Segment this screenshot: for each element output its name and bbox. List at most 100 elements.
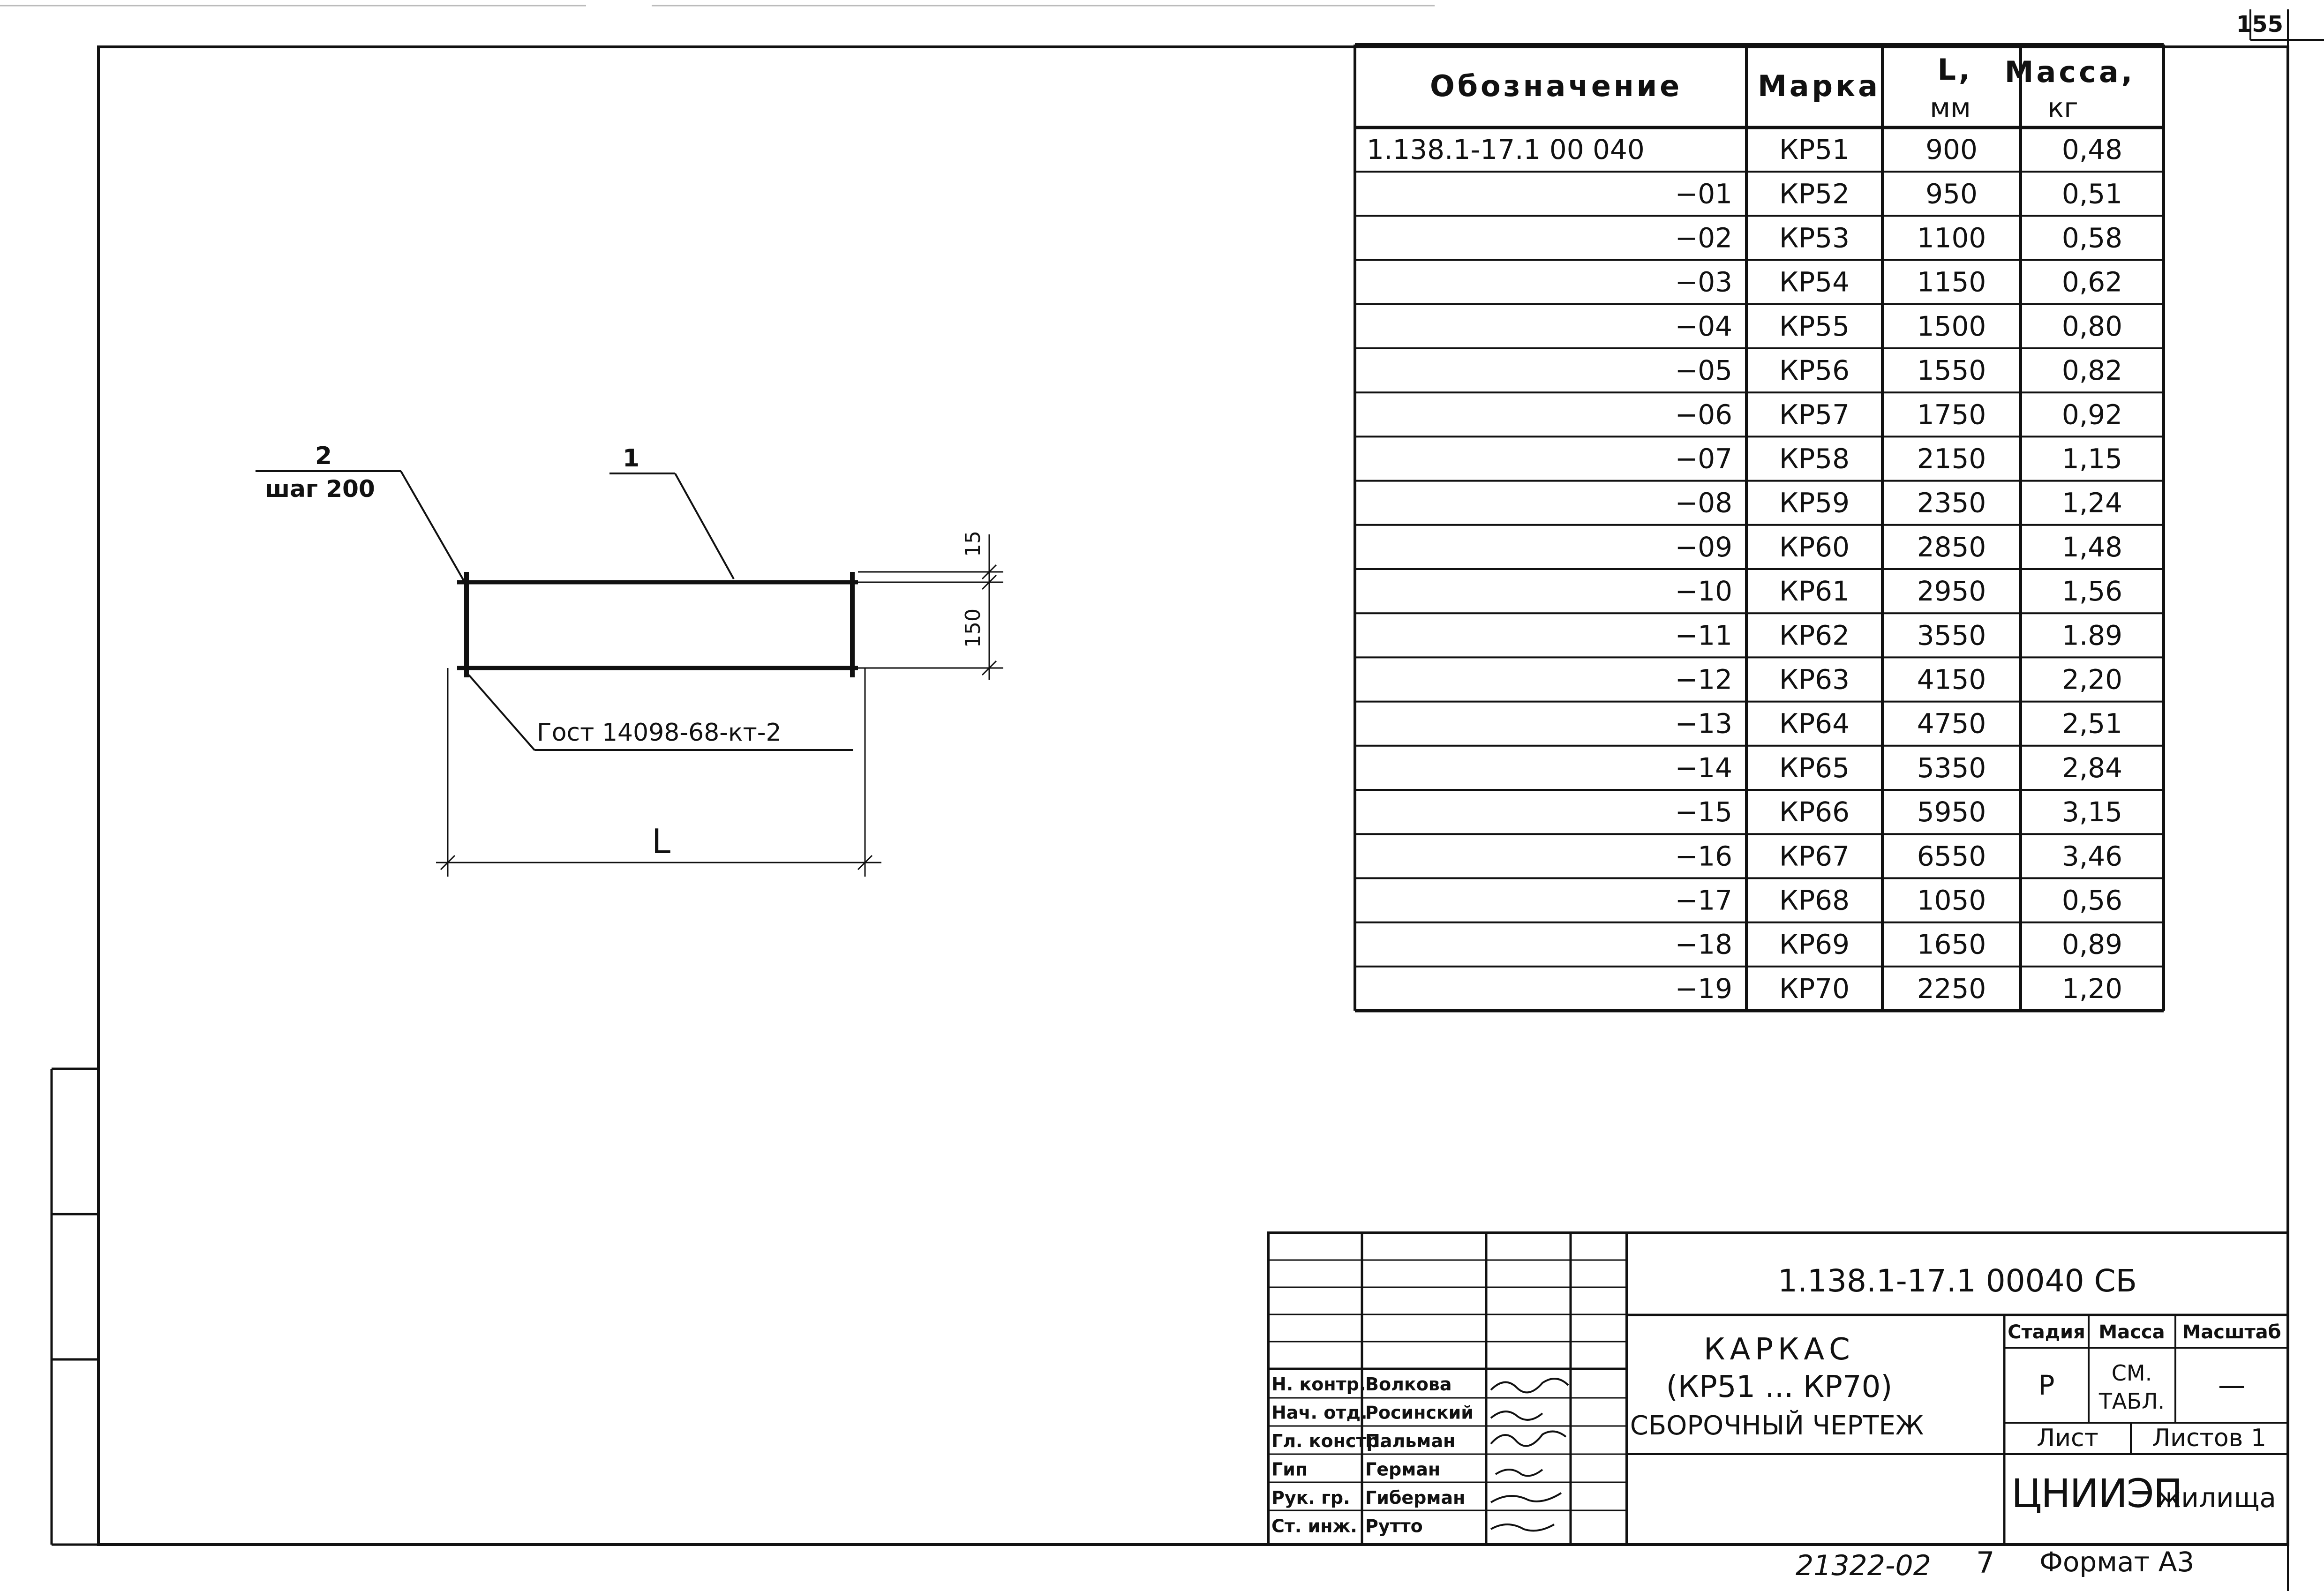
table-row: −10 КР61 2950 1,56	[1675, 575, 2122, 607]
organization-suffix: жилища	[2157, 1482, 2276, 1514]
header-length: L,	[1937, 53, 1972, 87]
cell-length: 2150	[1917, 443, 1986, 475]
cell-designation: −02	[1675, 222, 1732, 254]
footer: 21322-02 7 Формат А3	[1796, 1546, 2194, 1582]
cell-designation: 1.138.1-17.1 00 040	[1367, 134, 1645, 165]
weld-note: Гост 14098-68-кт-2	[537, 719, 782, 747]
cell-mark: КР61	[1779, 575, 1850, 607]
cell-designation: −05	[1675, 354, 1732, 386]
frame-sketch: 2 шаг 200 1 15 150 Гост 14098-68-кт-2 L	[256, 442, 1003, 877]
signatory-role: Гл. констр.	[1271, 1431, 1386, 1451]
cell-mark: КР52	[1779, 178, 1850, 210]
cell-mass: 0,51	[2062, 178, 2122, 210]
cell-mass: 2,84	[2062, 752, 2122, 784]
document-code: 1.138.1-17.1 00040 СБ	[1778, 1263, 2137, 1299]
cell-mass: 2,20	[2062, 664, 2122, 696]
header-designation: Обозначение	[1430, 69, 1682, 103]
dimension-15: 15	[961, 531, 985, 557]
cell-length: 1150	[1917, 266, 1986, 298]
cell-length: 1500	[1917, 310, 1986, 342]
scale-value: —	[2218, 1369, 2245, 1401]
cell-mark: КР59	[1779, 487, 1850, 519]
cell-length: 1750	[1917, 398, 1986, 430]
title-line-2: (КР51 ... КР70)	[1666, 1370, 1893, 1404]
table-row: −08 КР59 2350 1,24	[1675, 487, 2122, 519]
cell-mass: 0,89	[2062, 929, 2122, 961]
cell-length: 4150	[1917, 664, 1986, 696]
table-row: −13 КР64 4750 2,51	[1675, 708, 2122, 740]
cell-length: 1050	[1917, 885, 1986, 916]
cell-designation: −13	[1675, 708, 1732, 740]
cell-designation: −18	[1675, 929, 1732, 961]
cell-length: 2350	[1917, 487, 1986, 519]
cell-designation: −15	[1675, 796, 1732, 828]
cell-mass: 3,46	[2062, 840, 2122, 872]
cell-mark: КР67	[1779, 840, 1850, 872]
cell-mass: 2,51	[2062, 708, 2122, 740]
table-header: Обозначение Марка L, мм Масса, кг	[1430, 53, 2135, 124]
cell-designation: −01	[1675, 178, 1732, 210]
stage-label: Стадия	[2008, 1321, 2085, 1343]
cell-length: 4750	[1917, 708, 1986, 740]
signatory-row: Н. контр.Волкова	[1271, 1374, 1452, 1395]
sheet-number: 7	[1976, 1546, 1994, 1580]
cell-mark: КР55	[1779, 310, 1850, 342]
cell-designation: −07	[1675, 443, 1732, 475]
cell-designation: −08	[1675, 487, 1732, 519]
position-2-note: шаг 200	[265, 475, 375, 503]
cell-designation: −19	[1675, 973, 1732, 1005]
cell-mark: КР57	[1779, 398, 1850, 430]
page-number: 155	[2236, 11, 2283, 38]
cell-mark: КР53	[1779, 222, 1850, 254]
signatory-name: Герман	[1365, 1459, 1440, 1480]
cell-mark: КР64	[1779, 708, 1850, 740]
header-mass: Масса,	[2005, 55, 2135, 89]
cell-mass: 1,56	[2062, 575, 2122, 607]
cell-mark: КР62	[1779, 619, 1850, 651]
scale-label: Масштаб	[2182, 1321, 2281, 1343]
cell-mass: 0,82	[2062, 354, 2122, 386]
signatory-role: Нач. отд.	[1271, 1403, 1367, 1423]
cell-designation: −17	[1675, 885, 1732, 916]
archive-number: 21322-02	[1796, 1549, 1931, 1582]
cell-mass: 0,92	[2062, 398, 2122, 430]
cell-mark: КР68	[1779, 885, 1850, 916]
sheets-label: Листов 1	[2152, 1424, 2266, 1452]
cell-mass: 0,48	[2062, 134, 2122, 165]
cell-designation: −04	[1675, 310, 1732, 342]
cell-length: 2950	[1917, 575, 1986, 607]
cell-mass: 0,56	[2062, 885, 2122, 916]
cell-mass: 1.89	[2062, 619, 2122, 651]
cell-mass: 1,24	[2062, 487, 2122, 519]
cell-length: 5350	[1917, 752, 1986, 784]
cell-designation: −10	[1675, 575, 1732, 607]
signatory-row: Рук. гр.Гиберман	[1271, 1487, 1465, 1508]
cell-length: 1650	[1917, 929, 1986, 961]
signatory-row: Гл. констр.Пальман	[1271, 1431, 1455, 1451]
cell-mark: КР66	[1779, 796, 1850, 828]
cell-length: 1550	[1917, 354, 1986, 386]
signatory-row: Нач. отд.Росинский	[1271, 1403, 1474, 1423]
cell-mass: 0,62	[2062, 266, 2122, 298]
signatory-role: Гип	[1271, 1459, 1308, 1480]
cell-designation: −09	[1675, 531, 1732, 563]
dimension-L: L	[652, 822, 670, 861]
stage-value: Р	[2038, 1369, 2055, 1401]
mass-value-line-2: ТАБЛ.	[2098, 1388, 2165, 1414]
position-1-number: 1	[623, 444, 639, 473]
header-mass-unit: кг	[2047, 92, 2078, 124]
